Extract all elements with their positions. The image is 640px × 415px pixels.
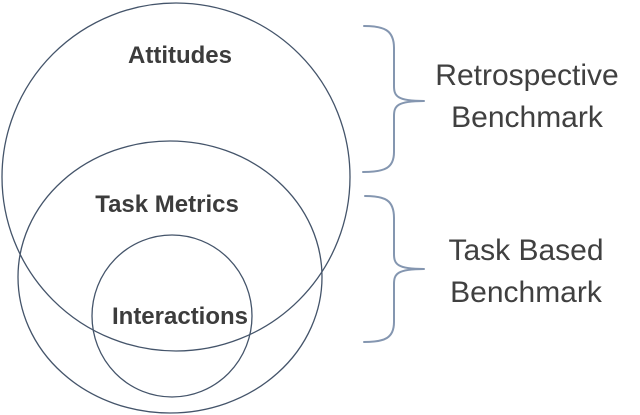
interactions-circle <box>91 234 253 398</box>
task-based-benchmark-label: Task Based Benchmark <box>448 230 603 314</box>
retrospective-benchmark-line2: Benchmark <box>451 101 603 134</box>
task-metrics-label: Task Metrics <box>95 191 239 218</box>
retrospective-benchmark-label: Retrospective Benchmark <box>435 55 618 139</box>
task-based-benchmark-line2: Benchmark <box>450 276 602 309</box>
task-metrics-circle <box>17 140 323 414</box>
task-based-benchmark-line1: Task Based <box>448 234 604 267</box>
attitudes-label: Attitudes <box>128 42 232 69</box>
task-based-brace <box>363 195 425 343</box>
retrospective-benchmark-line1: Retrospective <box>435 59 619 92</box>
interactions-label: Interactions <box>111 303 249 330</box>
attitudes-circle <box>1 2 351 352</box>
retrospective-brace <box>362 25 425 173</box>
